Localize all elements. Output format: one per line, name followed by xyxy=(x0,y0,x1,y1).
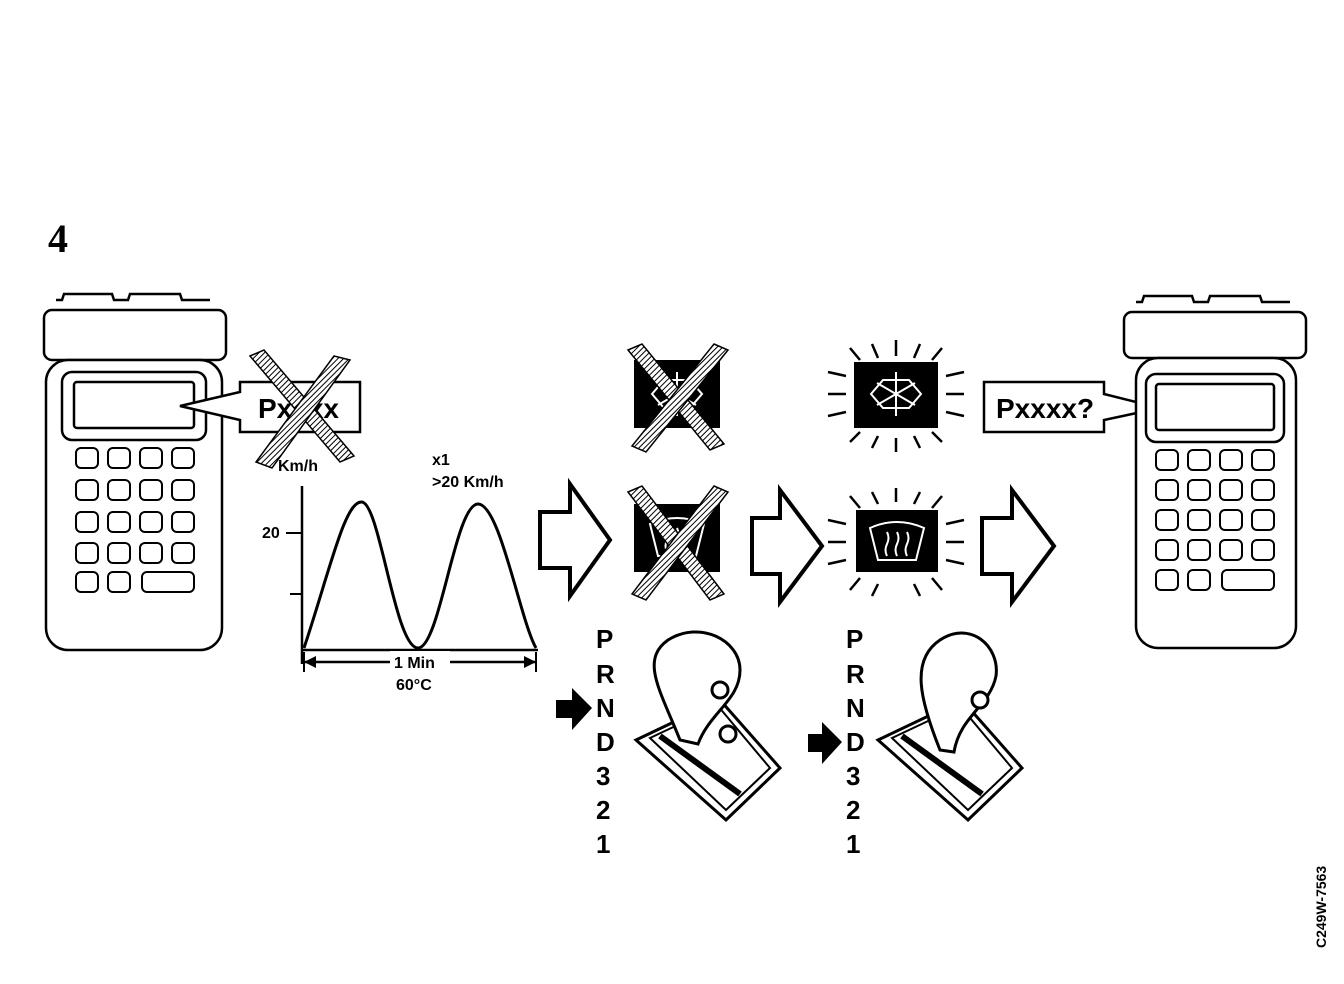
figure-code: C249W-7563 xyxy=(1313,866,1329,948)
crossed-out-mark xyxy=(248,349,356,469)
graph-x-label-temperature: 60°C xyxy=(396,677,432,694)
step-number: 4 xyxy=(48,216,68,261)
graph-y-label: Km/h xyxy=(278,458,318,475)
crossed-out-mark xyxy=(626,485,730,601)
gear-list-2: P R N D 3 2 1 xyxy=(808,624,865,859)
crossed-out-mark xyxy=(626,343,730,453)
speed-curve xyxy=(302,500,538,650)
duration-arrow-right xyxy=(524,656,536,668)
snowflake-icon xyxy=(869,372,923,416)
gear-selector-2 xyxy=(875,631,1025,823)
gear-selector-1 xyxy=(633,630,783,823)
gear-label: N xyxy=(846,693,865,723)
defroster-icon xyxy=(868,521,926,561)
gear-label: 1 xyxy=(596,829,610,859)
graph-annotation-speed: >20 Km/h xyxy=(432,474,504,491)
keypad-left xyxy=(75,447,195,593)
snowflake-indicator-on xyxy=(827,340,965,452)
light-rays xyxy=(827,340,965,452)
flow-arrow-2 xyxy=(750,484,825,608)
gear-label: 2 xyxy=(846,795,860,825)
gear-label: 1 xyxy=(846,829,860,859)
gear-label: R xyxy=(846,659,865,689)
selected-gear-arrow xyxy=(808,722,842,764)
gear-label: 3 xyxy=(596,761,610,791)
gear-label: R xyxy=(596,659,615,689)
gear-label: 3 xyxy=(846,761,860,791)
light-rays xyxy=(827,488,965,597)
left-callout-bubble: Pxxxx xyxy=(179,349,362,469)
gear-label-selected: N xyxy=(596,693,615,723)
speed-graph: Km/h x1 >20 Km/h 20 1 Min 60°C xyxy=(262,452,538,694)
gear-label: D xyxy=(596,727,615,757)
gear-label: P xyxy=(846,624,863,654)
flow-arrow-1 xyxy=(538,477,613,603)
hand-icon xyxy=(919,631,998,754)
windshield-indicator-on xyxy=(827,488,965,597)
gear-label: P xyxy=(596,624,613,654)
graph-x-label-duration: 1 Min xyxy=(394,655,435,672)
right-callout-text: Pxxxx? xyxy=(996,393,1094,424)
hand-icon xyxy=(652,630,742,746)
flow-arrow-3 xyxy=(980,484,1057,608)
keypad-right xyxy=(1155,449,1275,591)
gear-label: 2 xyxy=(596,795,610,825)
right-callout-bubble: Pxxxx? xyxy=(982,380,1161,434)
gear-list-1: P R N D 3 2 1 xyxy=(556,624,615,859)
graph-y-tick-label: 20 xyxy=(262,525,280,542)
graph-annotation-count: x1 xyxy=(432,452,450,469)
selected-gear-arrow xyxy=(556,688,592,730)
windshield-indicator-off xyxy=(626,485,730,601)
scan-tool-left xyxy=(42,292,228,652)
scan-tool-right xyxy=(1122,294,1308,650)
snowflake-indicator-off xyxy=(626,343,730,453)
gear-label-selected: D xyxy=(846,727,865,757)
duration-arrow-left xyxy=(304,656,316,668)
